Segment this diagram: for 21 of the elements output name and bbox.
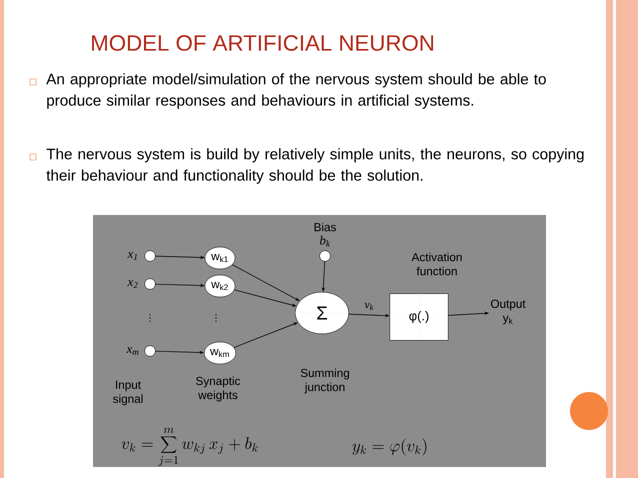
node-label: Activation function xyxy=(412,252,462,276)
node-label: x$_{2}$ xyxy=(127,280,138,288)
input-circle xyxy=(144,278,156,290)
equation: $y_k=\varphi(v_k)$ xyxy=(352,438,426,456)
node-label: x$_{m}$ xyxy=(126,347,138,355)
equation: $v_k=\sum_{j=1}^{m} w_{kj}\,x_j+b_k$ xyxy=(122,428,258,466)
input-circle xyxy=(144,346,156,356)
input-circle xyxy=(320,250,330,262)
axis-label: Input signal xyxy=(113,380,143,406)
node-label: b$_{k}$ xyxy=(320,236,330,246)
activation-box: φ(.) xyxy=(389,293,449,341)
bullet-text: The nervous system is build by relatively simple units, the neurons, so copying their behaviour and functionality should be the solution. xyxy=(46,148,584,184)
node-label: Summing junction xyxy=(300,368,349,394)
edge-label: v$_{k}$ xyxy=(364,302,374,310)
axis-label: Synaptic weights xyxy=(196,376,240,402)
input-circle xyxy=(144,250,156,262)
output-label: Output y$_{k}$ xyxy=(490,300,526,324)
slide-title: MODEL OF ARTIFICIAL NEURON xyxy=(92,35,434,51)
bullet-text: An appropriate model/simulation of the nervous system should be able to produce similar responses and behaviours in artificial systems. xyxy=(46,73,546,109)
node-label: x$_{1}$ xyxy=(127,252,137,260)
node-label: Bias xyxy=(314,222,336,232)
